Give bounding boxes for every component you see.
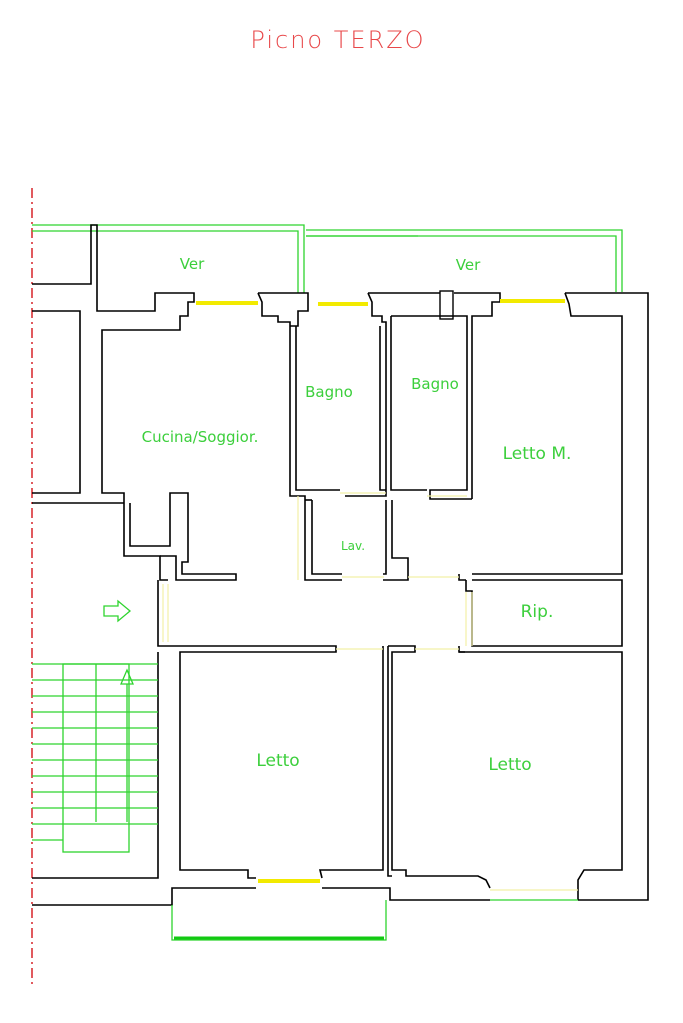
staircase — [32, 663, 158, 853]
exterior-walls — [32, 224, 649, 906]
veranda-right — [306, 229, 623, 292]
windows — [196, 290, 565, 883]
floor-title: Picno TERZO — [250, 26, 425, 54]
door-openings — [162, 492, 578, 891]
entrance-arrow-icon — [103, 599, 132, 623]
room-label-veranda-right: Ver — [456, 256, 481, 274]
balcony — [171, 899, 578, 941]
room-label-bath-1: Bagno — [305, 383, 353, 401]
room-label-kitchen: Cucina/Soggior. — [142, 428, 259, 446]
room-label-veranda-left: Ver — [180, 255, 205, 273]
room-label-storage: Rip. — [521, 602, 554, 622]
room-label-bedroom-2: Letto — [488, 755, 531, 775]
veranda-left — [32, 224, 305, 293]
stair-direction-arrow-icon — [120, 668, 134, 822]
room-label-bedroom-1: Letto — [256, 751, 299, 771]
room-label-master-bedroom: Letto M. — [503, 444, 572, 464]
room-label-bath-2: Bagno — [411, 375, 459, 393]
room-label-laundry: Lav. — [341, 539, 365, 553]
